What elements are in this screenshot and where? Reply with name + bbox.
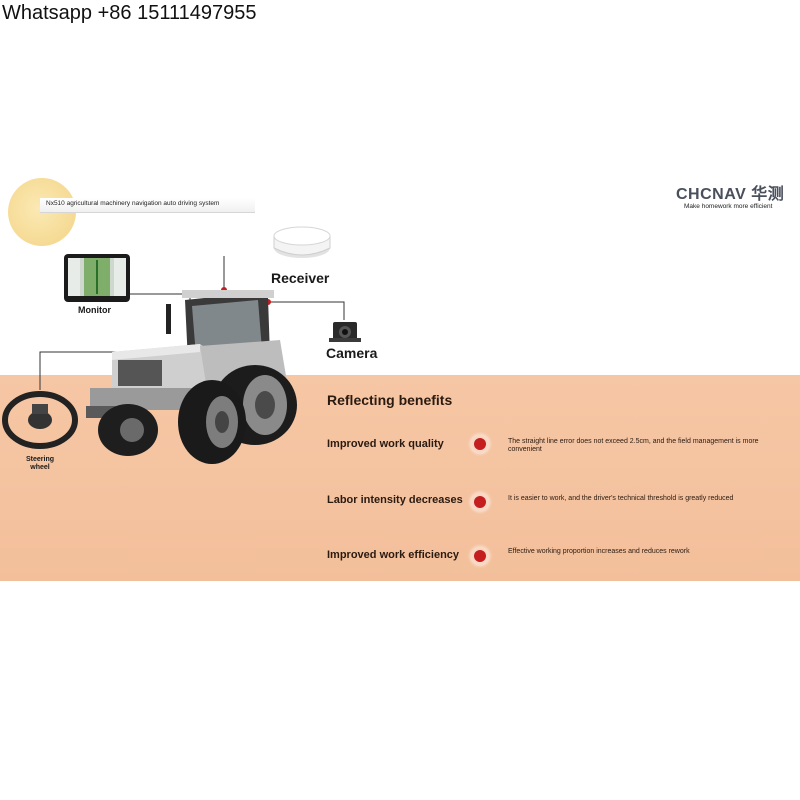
benefit-label: Labor intensity decreases [327, 494, 463, 506]
receiver-label: Receiver [271, 270, 330, 286]
tractor-icon [86, 290, 297, 464]
monitor-icon [64, 254, 130, 302]
steering-wheel-icon [2, 391, 78, 449]
benefit-description: The straight line error does not exceed … [508, 438, 759, 453]
benefit-bullet-icon [474, 496, 486, 508]
receiver-icon [273, 226, 331, 258]
benefit-label: Improved work quality [327, 438, 444, 450]
steering-label-line1: Steering [25, 456, 54, 463]
steering-label-line2: wheel [30, 464, 50, 471]
whatsapp-contact: Whatsapp +86 15111497955 [2, 2, 257, 24]
brand-logo: CHCNAV 华测 [676, 186, 785, 203]
benefit-bullet-icon [474, 438, 486, 450]
benefit-label: Improved work efficiency [327, 549, 460, 561]
benefit-bullet-icon [474, 550, 486, 562]
brand-slogan: Make homework more efficient [684, 203, 773, 210]
product-title: Nx510 agricultural machinery navigation … [46, 200, 220, 207]
product-title-box [40, 198, 255, 213]
monitor-label: Monitor [78, 305, 111, 315]
camera-icon [329, 322, 361, 342]
benefits-title: Reflecting benefits [327, 392, 453, 408]
benefit-description: Effective working proportion increases a… [508, 548, 690, 555]
camera-label: Camera [326, 345, 378, 361]
steering-wheel-label: Steering wheel [22, 456, 58, 472]
benefit-description: It is easier to work, and the driver's t… [508, 495, 734, 502]
